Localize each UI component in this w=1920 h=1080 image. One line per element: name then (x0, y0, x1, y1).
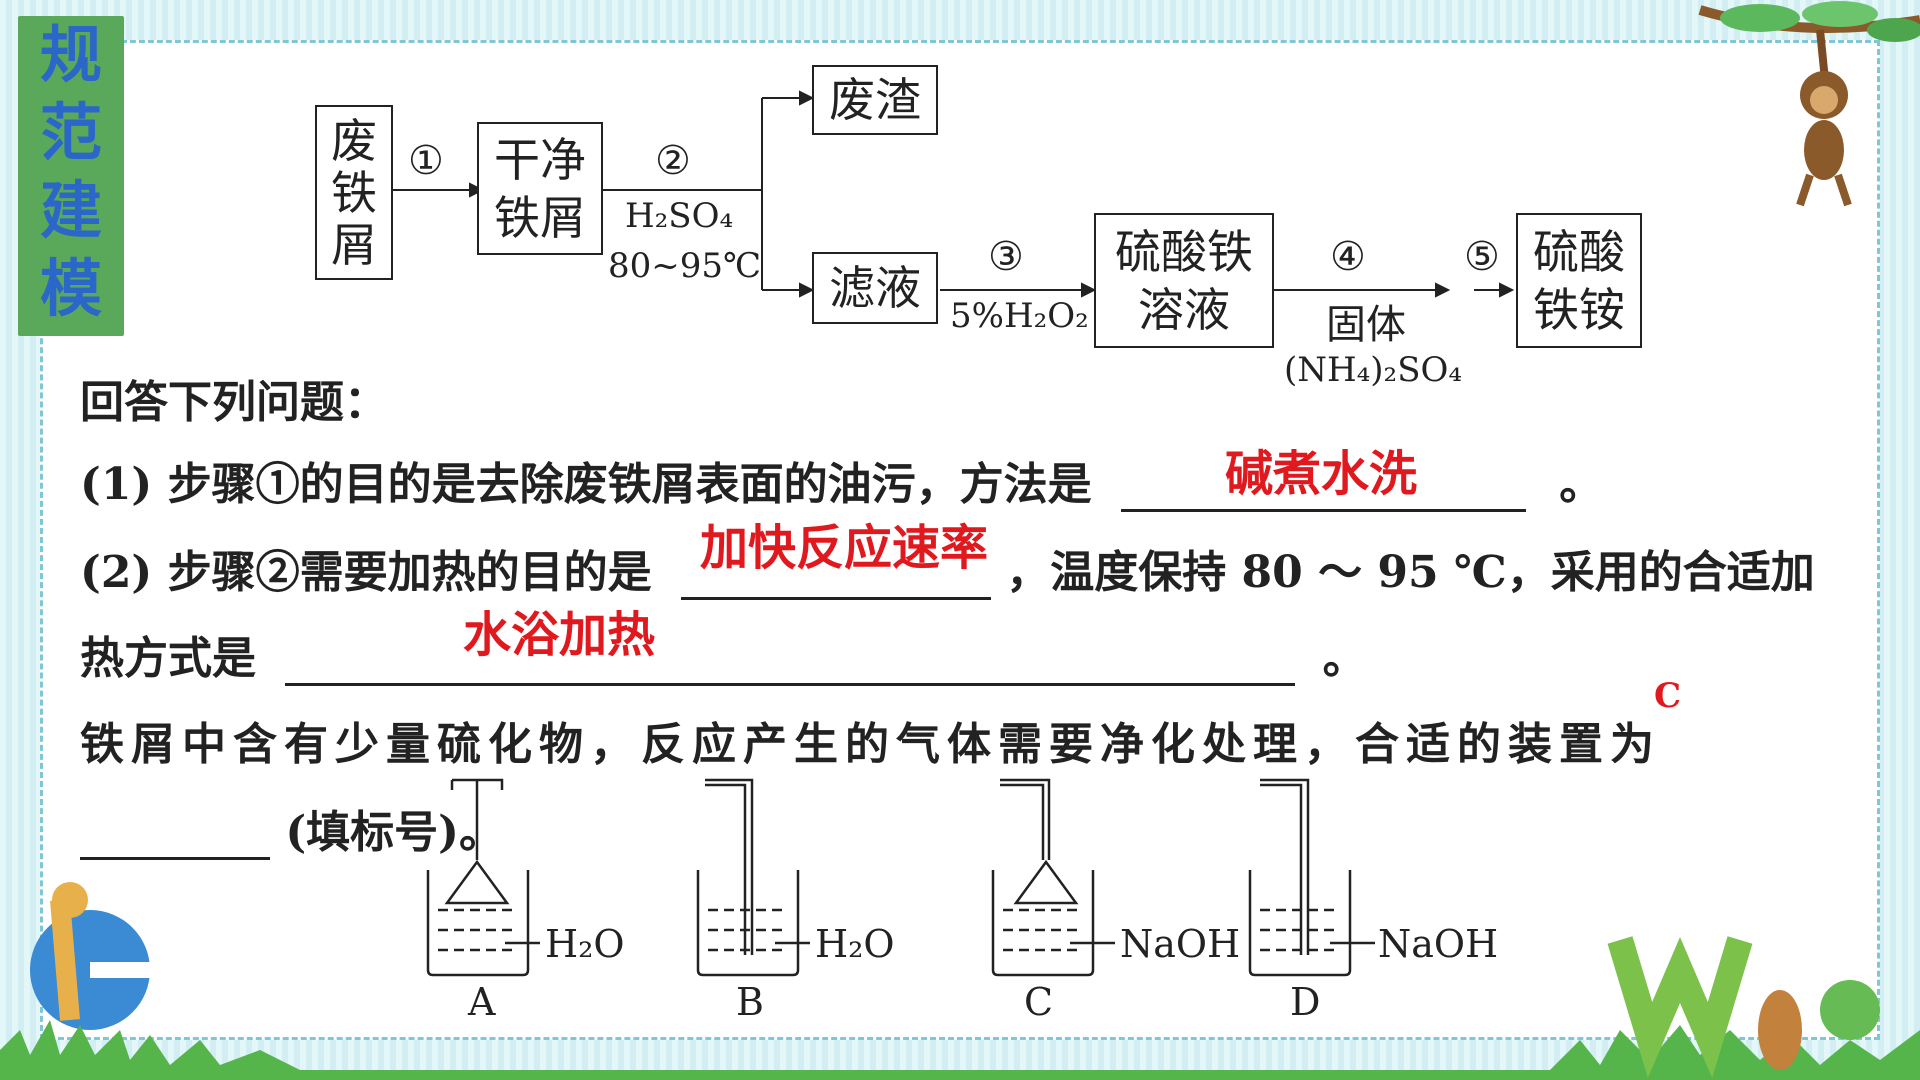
step1-label: ① (408, 138, 444, 184)
question-2-line2-end: 。 (1322, 633, 1367, 684)
question-1: (1) 步骤①的目的是去除废铁屑表面的油污，方法是 。 (80, 448, 1603, 512)
step4-reagent: 固体 (1326, 302, 1406, 348)
side-tag-char: 规 (39, 18, 102, 91)
question-2-line2-text: 热方式是 (80, 633, 256, 684)
step2-reagent: H₂SO₄ (625, 196, 734, 236)
answer-blank-2a (680, 557, 991, 600)
ammonium-iron-sulfate-box: 硫酸 铁铵 (1516, 213, 1642, 348)
apparatus-d-reagent: NaOH (1378, 922, 1499, 966)
side-tag: 规 范 建 模 (18, 16, 124, 336)
ferrous-sulfate-box: 硫酸铁 溶液 (1094, 213, 1274, 348)
question-3-line2: (填标号)。 (80, 796, 503, 860)
w-logo-decoration (1607, 936, 1880, 1079)
step4-formula: (NH₄)₂SO₄ (1284, 350, 1462, 390)
question-1-text: (1) 步骤①的目的是去除废铁屑表面的油污，方法是 (80, 459, 1092, 510)
answer-blank-1 (1120, 469, 1526, 512)
apparatus-d-label: D (1290, 980, 1321, 1024)
filtrate-box: 滤液 (812, 252, 938, 324)
flow-connectors (393, 90, 1515, 298)
residue-box: 废渣 (812, 65, 938, 135)
waste-iron-box: 废 铁 屑 (315, 105, 393, 280)
step3-label: ③ (988, 234, 1024, 280)
answer-blank-2b (285, 643, 1296, 686)
side-tag-char: 建 (39, 174, 102, 247)
step2-label: ② (655, 138, 691, 184)
question-2: (2) 步骤②需要加热的目的是 ，温度保持 80 ～ 95 ℃，采用的合适加 (80, 536, 1815, 600)
question-intro: 回答下列问题： (80, 377, 388, 428)
giraffe-decoration (30, 882, 150, 1030)
question-2-line2: 热方式是 。 (80, 622, 1367, 686)
grass-decoration (0, 1020, 1920, 1080)
side-tag-char: 模 (39, 252, 102, 325)
answer-2a: 加快反应速率 (700, 520, 989, 576)
answer-1: 碱煮水洗 (1225, 446, 1418, 502)
step3-reagent: 5%H₂O₂ (950, 296, 1089, 336)
clean-iron-box: 干净 铁屑 (477, 122, 603, 255)
apparatus-a-label: A (468, 980, 496, 1024)
answer-2b: 水浴加热 (463, 607, 656, 663)
apparatus-a-reagent: H₂O (545, 922, 625, 966)
question-3: 铁屑中含有少量硫化物，反应产生的气体需要净化处理，合适的装置为 (80, 719, 1661, 770)
question-2-text-a: (2) 步骤②需要加热的目的是 (80, 547, 652, 598)
question-1-end: 。 (1559, 459, 1604, 510)
apparatus-c-label: C (1024, 980, 1054, 1024)
side-tag-char: 范 (39, 96, 102, 169)
apparatus-b-label: B (736, 980, 764, 1024)
answer-blank-3 (80, 817, 270, 860)
question-2-text-b: ，温度保持 80 ～ 95 ℃，采用的合适加 (1006, 547, 1815, 598)
apparatus-c-reagent: NaOH (1120, 922, 1241, 966)
apparatus-b-reagent: H₂O (815, 922, 895, 966)
step4-label: ④ (1330, 234, 1366, 280)
monkey-branch-decoration (1698, 1, 1920, 207)
step5-label: ⑤ (1464, 234, 1500, 280)
gas-absorption-apparatus (426, 778, 1375, 977)
question-3-line2-text: (填标号)。 (285, 807, 503, 858)
answer-3: C (1654, 676, 1682, 716)
step2-temperature: 80~95℃ (608, 246, 762, 286)
